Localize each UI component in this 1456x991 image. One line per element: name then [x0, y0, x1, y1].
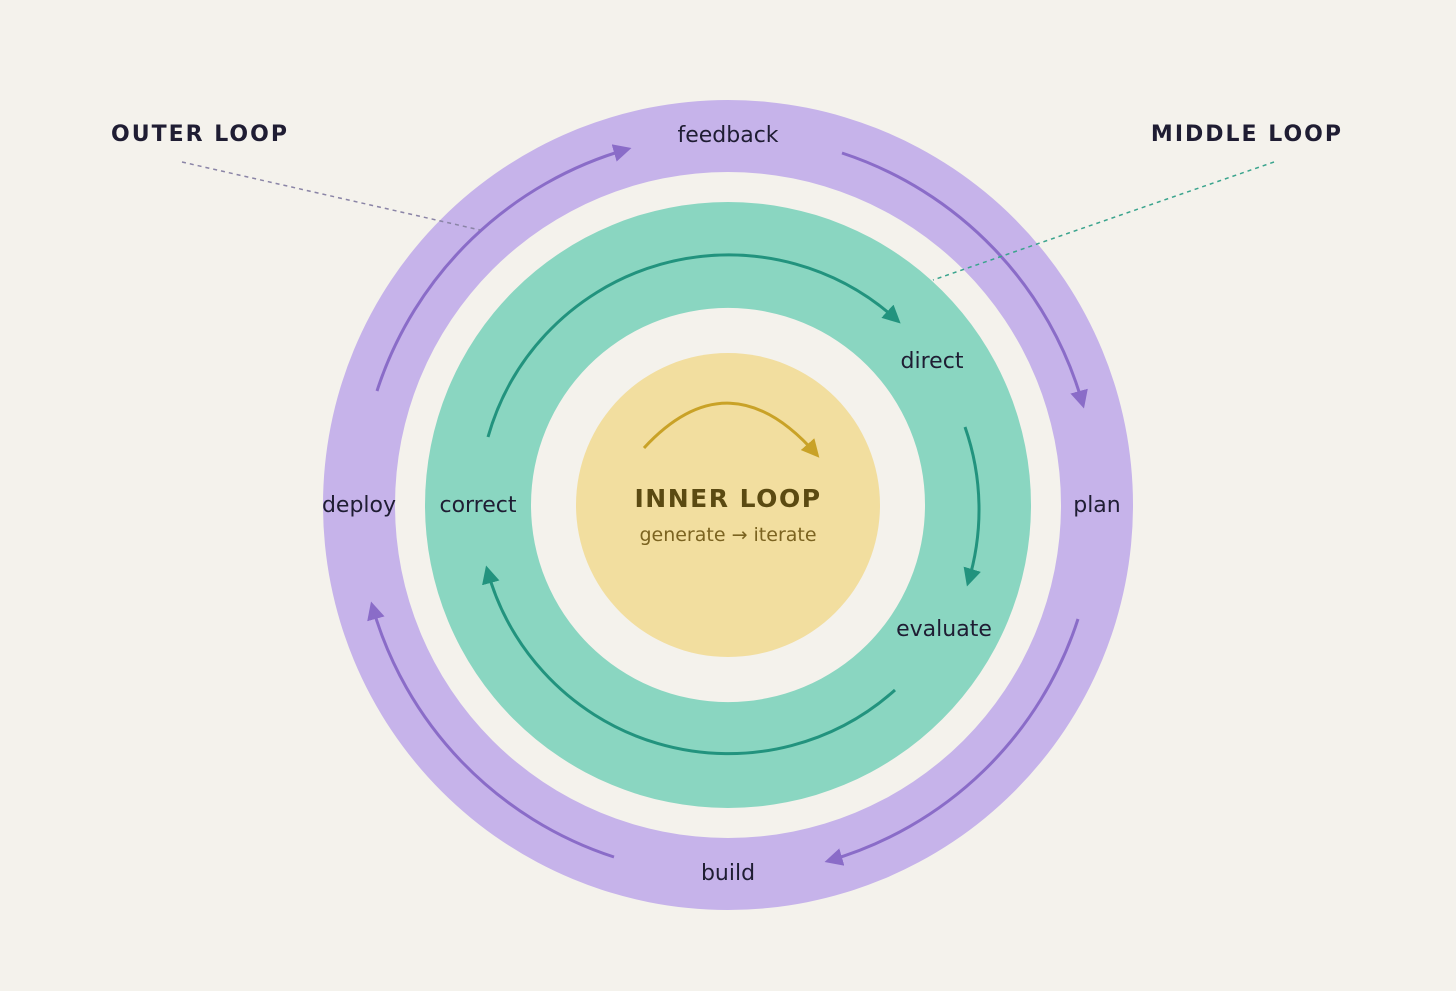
outer-loop-leader-line [181, 161, 481, 231]
outer-label-build: build [701, 861, 755, 886]
middle-label-correct: correct [439, 493, 516, 518]
middle-arrow-evaluate-to-correct [482, 565, 896, 756]
middle-loop-title: MIDDLE LOOP [1151, 122, 1343, 147]
inner-arrow [642, 401, 820, 458]
middle-label-direct: direct [901, 349, 964, 374]
inner-loop-subtitle: generate → iterate [639, 524, 816, 546]
middle-arrow-direct-to-evaluate [963, 426, 981, 587]
outer-label-deploy: deploy [322, 493, 396, 518]
outer-arrow-deploy-to-feedback [375, 144, 632, 392]
middle-arrow-correct-to-direct [486, 253, 901, 438]
middle-loop-ring [425, 202, 1031, 808]
outer-loop-title: OUTER LOOP [111, 122, 289, 147]
outer-arrow-build-to-deploy [367, 601, 615, 859]
inner-loop-circle [576, 353, 880, 657]
inner-loop-title: INNER LOOP [634, 484, 821, 513]
middle-label-evaluate: evaluate [896, 617, 992, 642]
outer-arrow-plan-to-build [824, 618, 1080, 866]
outer-label-plan: plan [1073, 493, 1121, 518]
outer-label-feedback: feedback [677, 123, 778, 148]
outer-arrow-feedback-to-plan [841, 151, 1088, 409]
